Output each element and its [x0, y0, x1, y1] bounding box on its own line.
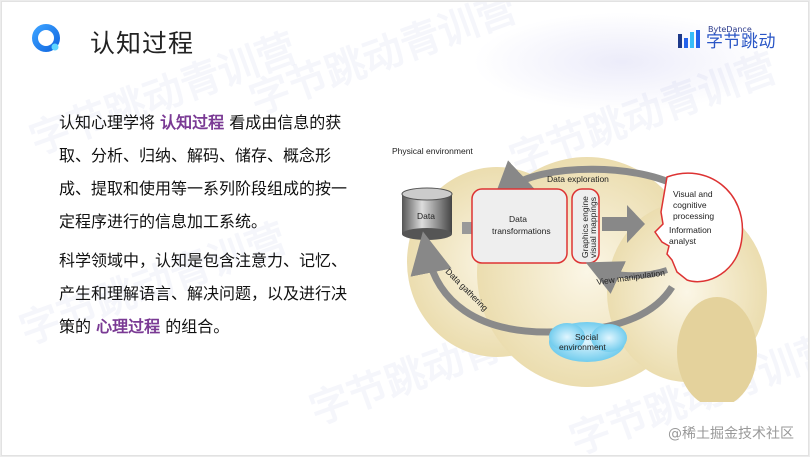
highlight-mental-process: 心理过程: [96, 317, 161, 336]
app-logo-icon: [32, 24, 60, 52]
text: 看成由信息的获取、分析、归纳、解码、储存、概念形成、提取和使用等一系列阶段组成的…: [59, 113, 348, 231]
page-title: 认知过程: [90, 29, 195, 58]
analyst-label: Information: [669, 225, 712, 235]
background-illustration: [472, 12, 772, 112]
social-label: environment: [559, 342, 606, 352]
data-transformations-label: transformations: [492, 226, 551, 236]
cognitive-process-diagram: Physical environment Data exploration Da…: [392, 146, 767, 402]
paragraph-1: 认知心理学将 认知过程 看成由信息的获取、分析、归纳、解码、储存、概念形成、提取…: [59, 106, 359, 238]
bytedance-logo: ByteDance 字节跳动: [678, 26, 776, 51]
physical-environment-label: Physical environment: [392, 146, 473, 156]
highlight-cognitive-process: 认知过程: [160, 113, 225, 132]
text: 的组合。: [160, 317, 230, 336]
graphics-engine-label: visual mappings: [588, 197, 598, 258]
analyst-label: analyst: [669, 236, 697, 246]
body-text: 认知心理学将 认知过程 看成由信息的获取、分析、归纳、解码、储存、概念形成、提取…: [59, 106, 359, 349]
data-transformations-box: [471, 188, 568, 264]
visual-label: cognitive: [673, 200, 707, 210]
paragraph-2: 科学领域中，认知是包含注意力、记忆、产生和理解语言、解决问题，以及进行决策的 心…: [59, 244, 359, 343]
data-transformations-label: Data: [509, 214, 527, 224]
text: 科学领域中，认知是包含注意力、记忆、产生和理解语言、解决问题，以及进行决策的: [59, 251, 348, 336]
graphics-engine-box: [571, 188, 600, 264]
brand-en: ByteDance: [708, 25, 752, 34]
analyst-head: [654, 172, 744, 283]
data-label: Data: [417, 211, 435, 221]
footer-watermark: @稀土掘金技术社区: [668, 426, 794, 442]
data-cylinder: Data: [401, 187, 453, 240]
bytedance-bars-icon: [678, 29, 700, 48]
text: 认知心理学将: [59, 113, 161, 132]
brand-cn: 字节跳动: [706, 32, 776, 52]
visual-label: Visual and: [673, 189, 713, 199]
visual-label: processing: [673, 211, 714, 221]
data-exploration-label: Data exploration: [547, 174, 609, 184]
graphics-engine-label: Graphics engine: [580, 196, 590, 258]
social-label: Social: [575, 332, 598, 342]
social-environment-cloud: Social environment: [549, 322, 627, 362]
